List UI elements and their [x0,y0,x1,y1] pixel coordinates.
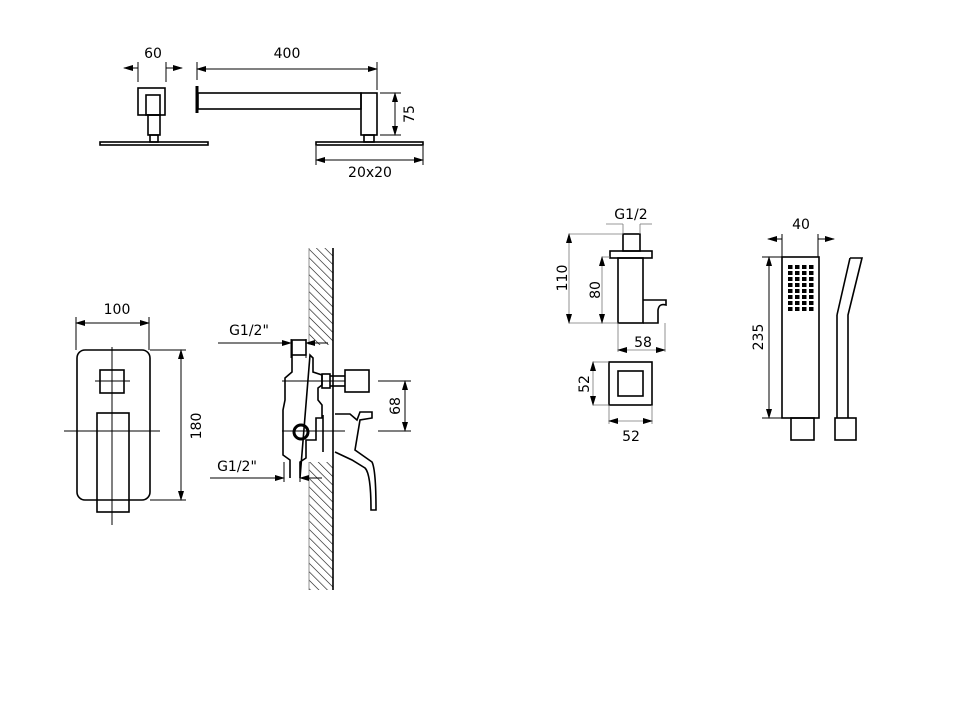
nozzle [809,265,814,269]
dim-60: 60 [144,46,162,62]
dim-180: 180 [189,413,205,440]
dim-80: 80 [588,281,604,299]
nozzle [795,277,800,281]
nozzle [809,271,814,275]
nozzle [809,307,814,311]
nozzle [788,289,793,293]
nozzle [802,307,807,311]
nozzle [788,295,793,299]
dim-100: 100 [104,302,131,318]
nozzle [795,307,800,311]
nozzle [788,265,793,269]
wall-holder-view: 110 80 58 G1/2 52 52 [555,207,667,445]
nozzle [795,265,800,269]
nozzle-grid [788,265,814,311]
nozzle [809,289,814,293]
dim-52-height: 52 [577,375,593,393]
nozzle [802,277,807,281]
dim-75: 75 [402,105,418,123]
nozzle [795,289,800,293]
nozzle [809,277,814,281]
nozzle [802,271,807,275]
nozzle [795,295,800,299]
dim-52-width: 52 [622,429,640,445]
dim-400: 400 [274,46,301,62]
dim-68: 68 [388,397,404,415]
nozzle [809,295,814,299]
nozzle [802,283,807,287]
nozzle [809,283,814,287]
nozzle [788,307,793,311]
dim-58: 58 [634,335,652,351]
nozzle [795,283,800,287]
mixer-front-view: 100 180 [64,302,205,525]
nozzle [788,283,793,287]
hand-shower-view: 40 235 [751,217,864,441]
dim-40: 40 [792,217,810,233]
nozzle [802,265,807,269]
overhead-shower-front-view: 60 [99,46,209,146]
nozzle [802,295,807,299]
nozzle [795,271,800,275]
nozzle [802,301,807,305]
dim-235: 235 [751,324,767,351]
nozzle [788,271,793,275]
nozzle [795,301,800,305]
label-inlet-bottom: G1/2" [217,459,257,475]
overhead-shower-side-view: 400 75 20x20 [195,46,424,181]
nozzle [802,289,807,293]
nozzle [788,277,793,281]
dim-20x20: 20x20 [348,165,392,181]
label-inlet-top: G1/2" [229,323,269,339]
dim-110: 110 [555,265,571,292]
mixer-side-view: 68 G1/2" G1/2" [210,248,411,590]
nozzle [809,301,814,305]
label-thread: G1/2 [614,207,647,223]
nozzle [788,301,793,305]
